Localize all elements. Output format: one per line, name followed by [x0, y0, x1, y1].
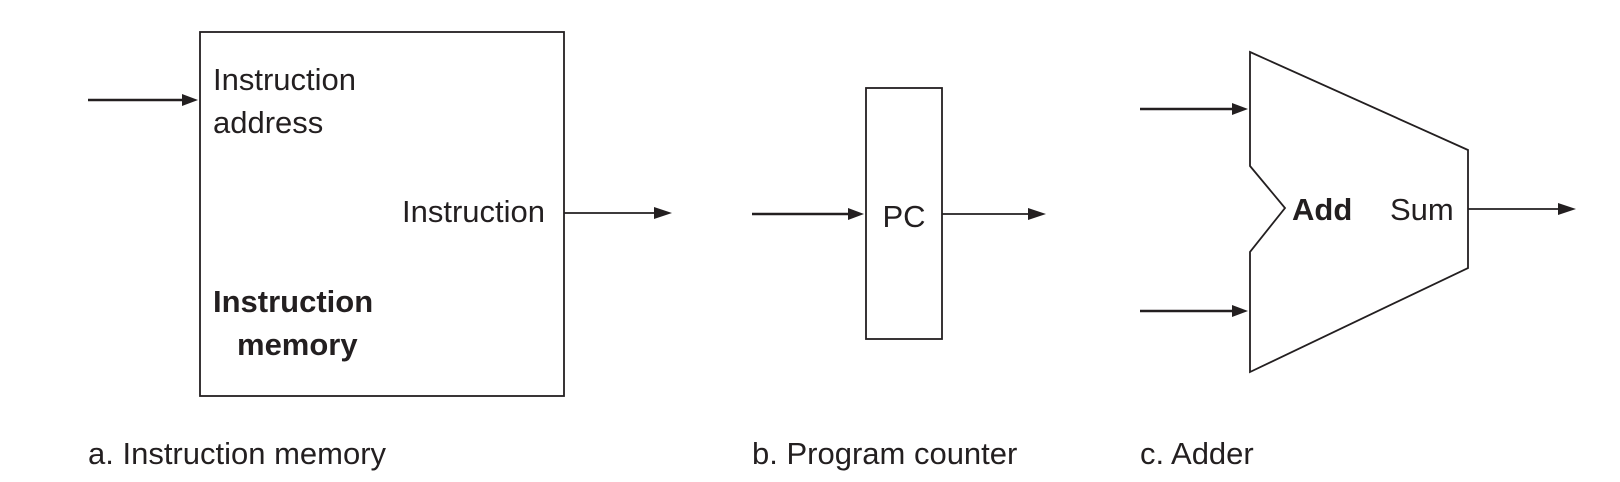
instruction-address-label-line1: Instruction: [213, 62, 356, 97]
adder-shape: [1249, 50, 1469, 374]
instruction-memory-title-line1: Instruction: [213, 284, 373, 319]
instruction-output-arrowhead: [654, 207, 672, 219]
adder-sum-output-arrowhead: [1558, 203, 1576, 215]
pc-label: PC: [882, 199, 925, 234]
instruction-address-label-line2: address: [213, 105, 323, 140]
instruction-output-label: Instruction: [402, 194, 545, 229]
instruction-address-input-arrowhead: [182, 94, 198, 106]
program-counter-element: PC b. Program counter: [752, 87, 1046, 471]
adder-caption: c. Adder: [1140, 436, 1254, 471]
adder-input-b-arrowhead: [1232, 305, 1248, 317]
instruction-memory-element: Instruction address Instruction Instruct…: [88, 31, 672, 471]
program-counter-caption: b. Program counter: [752, 436, 1017, 471]
pc-input-arrowhead: [848, 208, 864, 220]
instruction-memory-caption: a. Instruction memory: [88, 436, 387, 471]
adder-sum-label: Sum: [1390, 192, 1454, 227]
adder-label: Add: [1292, 192, 1352, 227]
instruction-memory-box: [199, 31, 565, 397]
adder-input-a-arrowhead: [1232, 103, 1248, 115]
pc-output-arrowhead: [1028, 208, 1046, 220]
instruction-memory-title-line2: memory: [237, 327, 358, 362]
adder-element: Add Sum c. Adder: [1140, 50, 1576, 471]
